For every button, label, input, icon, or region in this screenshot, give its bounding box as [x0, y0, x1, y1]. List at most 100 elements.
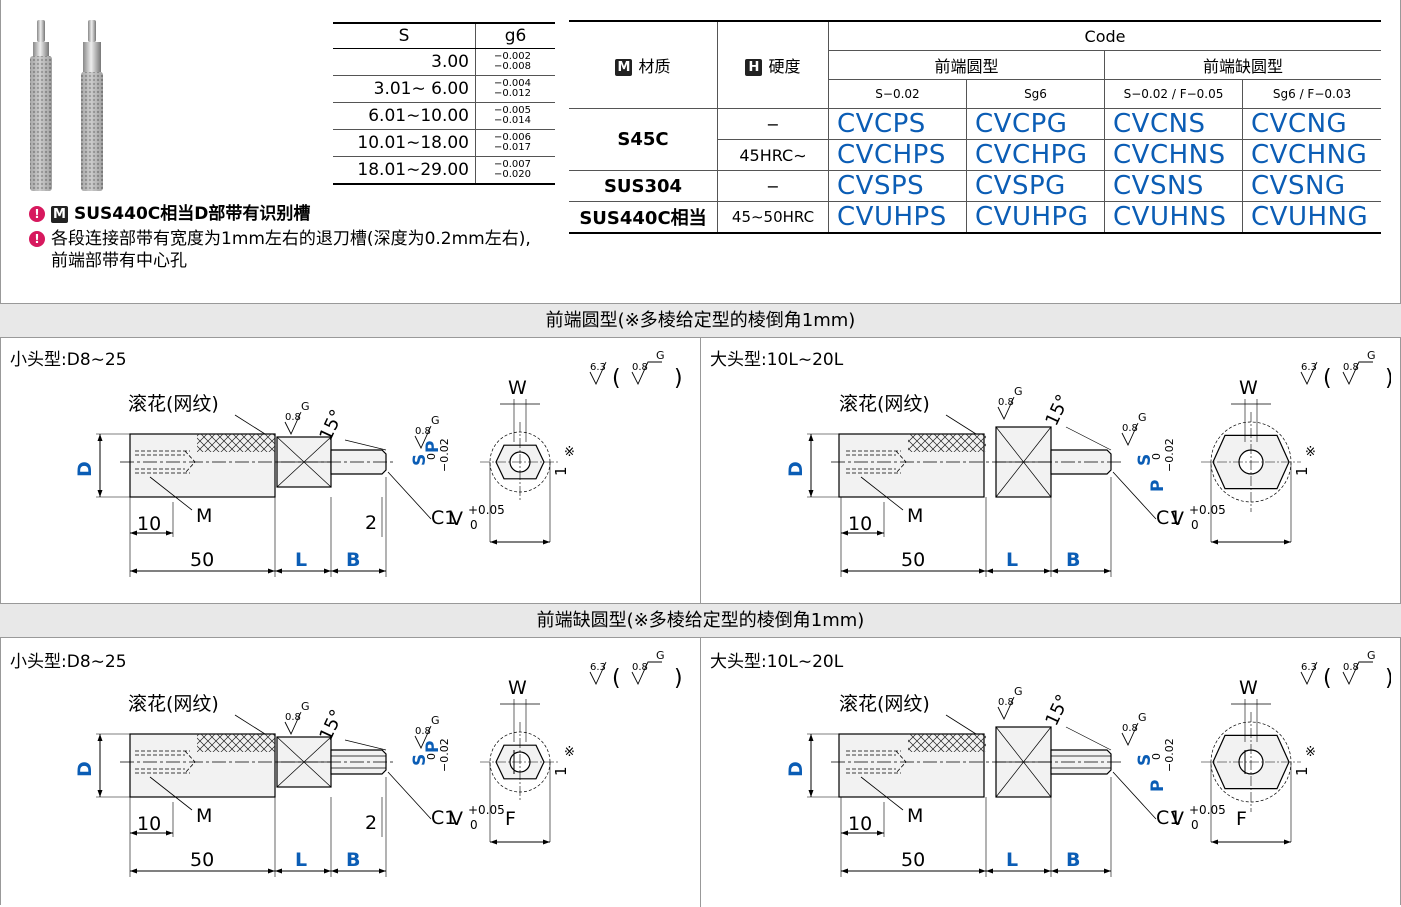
roughness-symbol-value: 0.8: [998, 697, 1014, 708]
code-cell[interactable]: CVSPS: [828, 170, 967, 202]
dim-10-label: 10: [137, 513, 161, 535]
material-cell: SUS304: [569, 170, 718, 202]
dim-mark: ※: [564, 745, 575, 760]
chamfer-label: C1: [431, 807, 456, 829]
angle-line: [1065, 426, 1112, 451]
roughness-top-grade: G: [1367, 649, 1376, 662]
thread-tip-hidden: [184, 450, 196, 474]
tolerance-table: S g6 3.00 −0.002−0.008 3.01∼ 6.00 −0.004…: [333, 22, 555, 185]
dim-2-label: 2: [365, 812, 377, 834]
roughness-top-symbol2: [1342, 361, 1373, 386]
roughness-symbol-grade: G: [1138, 411, 1147, 424]
chamfer-label: C1: [1156, 807, 1181, 829]
thread-tip-hidden: [895, 450, 907, 474]
tol-g6-value: −0.007−0.020: [475, 156, 555, 185]
leader-line: [234, 414, 266, 435]
roughness-top-symbol: [589, 361, 607, 386]
dim-b-label: B: [1066, 849, 1080, 871]
roughness-top-symbol2: [1342, 661, 1373, 686]
panel-divider: [700, 637, 701, 907]
table-row: 10.01∼18.00 −0.006−0.017: [333, 129, 555, 157]
angle-label: 15°: [315, 406, 348, 444]
roughness-top-symbol2: [631, 661, 662, 686]
dim-w-label: W: [508, 377, 527, 399]
dim-m-label: M: [196, 805, 212, 827]
table-row: SUS440C相当 45∼50HRC CVUHPS CVUHPG CVUHNS …: [569, 201, 1381, 234]
dim-2-label: 2: [365, 512, 377, 534]
chamfer-label: C1: [1156, 507, 1181, 529]
code-cell[interactable]: CVCHPS: [828, 139, 967, 171]
roughness-symbol-value: 0.8: [285, 712, 301, 723]
code-cell[interactable]: CVCHPG: [966, 139, 1105, 171]
dim-v-tol: +0.05: [1189, 503, 1226, 517]
dim-s-label: S: [410, 454, 430, 466]
roughness-symbol: [284, 711, 302, 736]
dim-f-label: F: [505, 808, 516, 830]
dim-s-tol: −0.02: [1163, 738, 1176, 772]
roughness-symbol-grade: G: [1014, 685, 1023, 698]
code-cell[interactable]: CVUHPG: [966, 201, 1105, 234]
code-cell[interactable]: CVCNG: [1242, 108, 1381, 140]
tol-s-value: 10.01∼18.00: [333, 129, 476, 157]
dim-mark: ※: [564, 445, 575, 460]
knurl-pattern: [197, 434, 275, 452]
dim-d-label: D: [74, 761, 96, 777]
roughness-top-grade: G: [656, 649, 665, 662]
dim-50-label: 50: [190, 849, 214, 871]
dim-1-label: 1: [552, 766, 570, 776]
code-cell[interactable]: CVSNG: [1242, 170, 1381, 202]
code-cell[interactable]: CVUHPS: [828, 201, 967, 234]
group-cut-header: 前端缺圆型: [1104, 50, 1381, 80]
roughness-top-value: 6.3: [1301, 662, 1317, 673]
knurl-pattern: [197, 734, 275, 752]
roughness-symbol-grade: G: [431, 714, 440, 727]
roughness-top-value: 6.3: [590, 362, 606, 373]
group-round-header: 前端圆型: [828, 50, 1105, 80]
dim-w-label: W: [1239, 377, 1258, 399]
tol-s-value: 3.01∼ 6.00: [333, 75, 476, 103]
code-cell[interactable]: CVCHNS: [1104, 139, 1243, 171]
thread-tip-hidden: [895, 750, 907, 774]
code-cell[interactable]: CVCHNG: [1242, 139, 1381, 171]
leader-line: [149, 776, 193, 811]
roughness-symbol: [997, 696, 1015, 721]
leader-line: [1112, 771, 1157, 820]
roughness-symbol-value: 0.8: [1122, 723, 1138, 734]
tol-g6-value: −0.005−0.014: [475, 102, 555, 130]
roughness-paren: (: [1323, 366, 1332, 391]
code-cell[interactable]: CVCPS: [828, 108, 967, 140]
dim-1-label: 1: [1293, 766, 1311, 776]
roughness-symbol-grade: G: [1014, 385, 1023, 398]
code-cell[interactable]: CVSNS: [1104, 170, 1243, 202]
dim-s-tol: −0.02: [438, 738, 451, 772]
code-cell[interactable]: CVCPG: [966, 108, 1105, 140]
tol-s-value: 18.01∼29.00: [333, 156, 476, 185]
dim-v-zero: 0: [470, 518, 478, 532]
dim-v-label: V: [450, 508, 463, 530]
tol-s-value: 6.01∼10.00: [333, 102, 476, 130]
angle-label: 15°: [1041, 391, 1074, 429]
roughness-top-value2: 0.8: [1343, 662, 1359, 673]
roughness-top-symbol: [589, 661, 607, 686]
code-cell[interactable]: CVSPG: [966, 170, 1105, 202]
dim-s-label: S: [410, 754, 430, 766]
dim-v-label: V: [1171, 808, 1184, 830]
angle-label: 15°: [1041, 691, 1074, 729]
dim-50-label: 50: [901, 549, 925, 571]
panel-divider: [700, 337, 701, 603]
table-row: 6.01∼10.00 −0.005−0.014: [333, 102, 555, 130]
leader-line: [860, 776, 904, 811]
roughness-symbol-value: 0.8: [285, 412, 301, 423]
dim-s-label: S: [1135, 754, 1155, 766]
thread-tip-hidden: [184, 750, 196, 774]
code-cell[interactable]: CVCNS: [1104, 108, 1243, 140]
code-cell[interactable]: CVUHNS: [1104, 201, 1243, 234]
dim-1-label: 1: [552, 466, 570, 476]
roughness-top-symbol: [1300, 661, 1318, 686]
roughness-top-value2: 0.8: [1343, 362, 1359, 373]
code-cell[interactable]: CVUHNG: [1242, 201, 1381, 234]
